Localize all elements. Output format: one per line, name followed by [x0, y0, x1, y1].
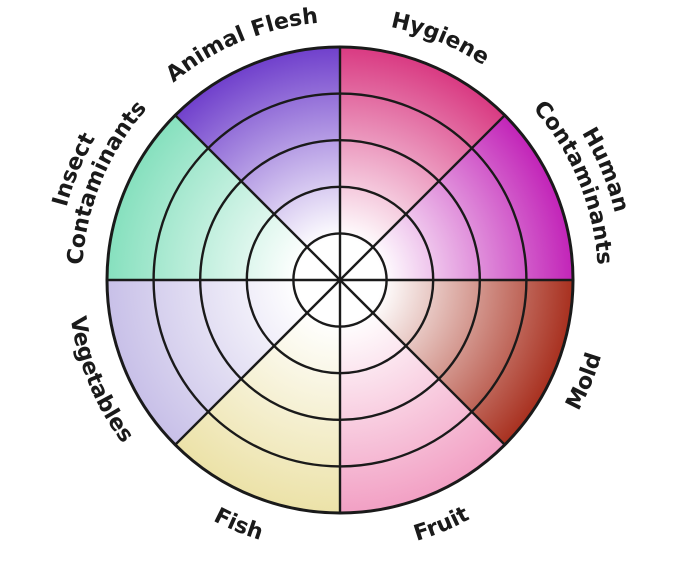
label-fish-line-1: Fish [210, 503, 266, 545]
label-mold-line-1: Mold [561, 350, 607, 414]
spoke-6 [174, 279, 341, 446]
label-fish: Fish [210, 503, 266, 545]
label-mold: Mold [561, 350, 607, 414]
segment-human-contaminants [340, 115, 573, 281]
segment-insect-contaminants [107, 115, 340, 281]
label-fruit-line-1: Fruit [411, 502, 474, 547]
spoke-2 [339, 114, 506, 281]
segment-mold [340, 280, 573, 445]
segment-fish [175, 280, 340, 513]
segment-hygiene [340, 47, 505, 280]
segment-fruit [340, 280, 505, 513]
wheel-spokes [107, 47, 573, 513]
wheel-segments [107, 47, 573, 513]
spoke-8 [174, 114, 341, 281]
segment-vegetables [107, 280, 340, 445]
label-fruit: Fruit [411, 502, 474, 547]
segment-animal-flesh [175, 47, 340, 280]
spoke-4 [339, 279, 506, 446]
